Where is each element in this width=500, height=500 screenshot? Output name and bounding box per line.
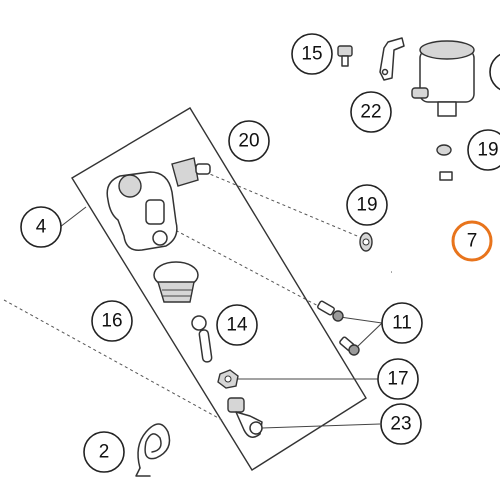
callout-label-20: 20 <box>238 131 259 152</box>
hose-part-7 <box>391 171 453 276</box>
leader-11a <box>339 316 383 324</box>
callout-label-19-upper: 19 <box>477 140 498 161</box>
cap-part-16 <box>153 261 199 303</box>
leader-4 <box>59 206 87 228</box>
hose-clamp-upper <box>436 144 452 156</box>
hose-fitting-part-20 <box>171 157 211 187</box>
callout-label-15: 15 <box>301 44 322 65</box>
callout-label-14: 14 <box>226 315 248 336</box>
callout-20: 20 <box>228 120 270 162</box>
screw-part-15 <box>337 45 353 67</box>
callout-label-23: 23 <box>390 414 411 435</box>
callout-label-11: 11 <box>392 313 412 334</box>
assembly-frame <box>71 107 367 471</box>
leader-11b <box>355 322 383 349</box>
callout-label-19-lower: 19 <box>356 195 377 216</box>
callout-17: 17 <box>377 358 419 400</box>
callout-label-4: 4 <box>36 217 47 238</box>
callout-14: 14 <box>216 304 258 346</box>
callout-label-7: 7 <box>467 231 478 252</box>
callout-label-22: 22 <box>360 102 381 123</box>
callout-11: 11 <box>381 302 423 344</box>
bolt-part-11-lower <box>339 336 360 356</box>
partial-callout-edge <box>489 53 500 91</box>
callout-23: 23 <box>380 403 422 445</box>
dashed-line-bolt <box>159 221 323 309</box>
callout-22: 22 <box>350 91 392 133</box>
callout-label-16: 16 <box>101 311 122 332</box>
clevis-part-23 <box>227 397 263 438</box>
callout-19-lower: 19 <box>346 184 388 226</box>
leader-23 <box>261 423 381 429</box>
callout-19-upper: 19 <box>467 129 500 171</box>
nut-part-17 <box>217 369 239 389</box>
dashed-line-hose-fitting <box>204 171 363 239</box>
pin-part-14 <box>191 315 213 363</box>
master-cylinder-part-4 <box>106 171 178 251</box>
bracket-part-22 <box>379 37 405 81</box>
callout-2: 2 <box>83 431 125 473</box>
callout-16: 16 <box>91 300 133 342</box>
spring-part-2 <box>135 423 171 477</box>
callout-4: 4 <box>20 206 62 248</box>
bolt-part-11-upper <box>317 300 344 322</box>
callout-7-highlighted: 7 <box>451 220 493 262</box>
callout-label-2: 2 <box>99 442 110 463</box>
callout-label-17: 17 <box>387 369 408 390</box>
callout-15: 15 <box>291 33 333 75</box>
fluid-reservoir <box>411 40 475 117</box>
hose-clamp-lower <box>359 232 373 252</box>
